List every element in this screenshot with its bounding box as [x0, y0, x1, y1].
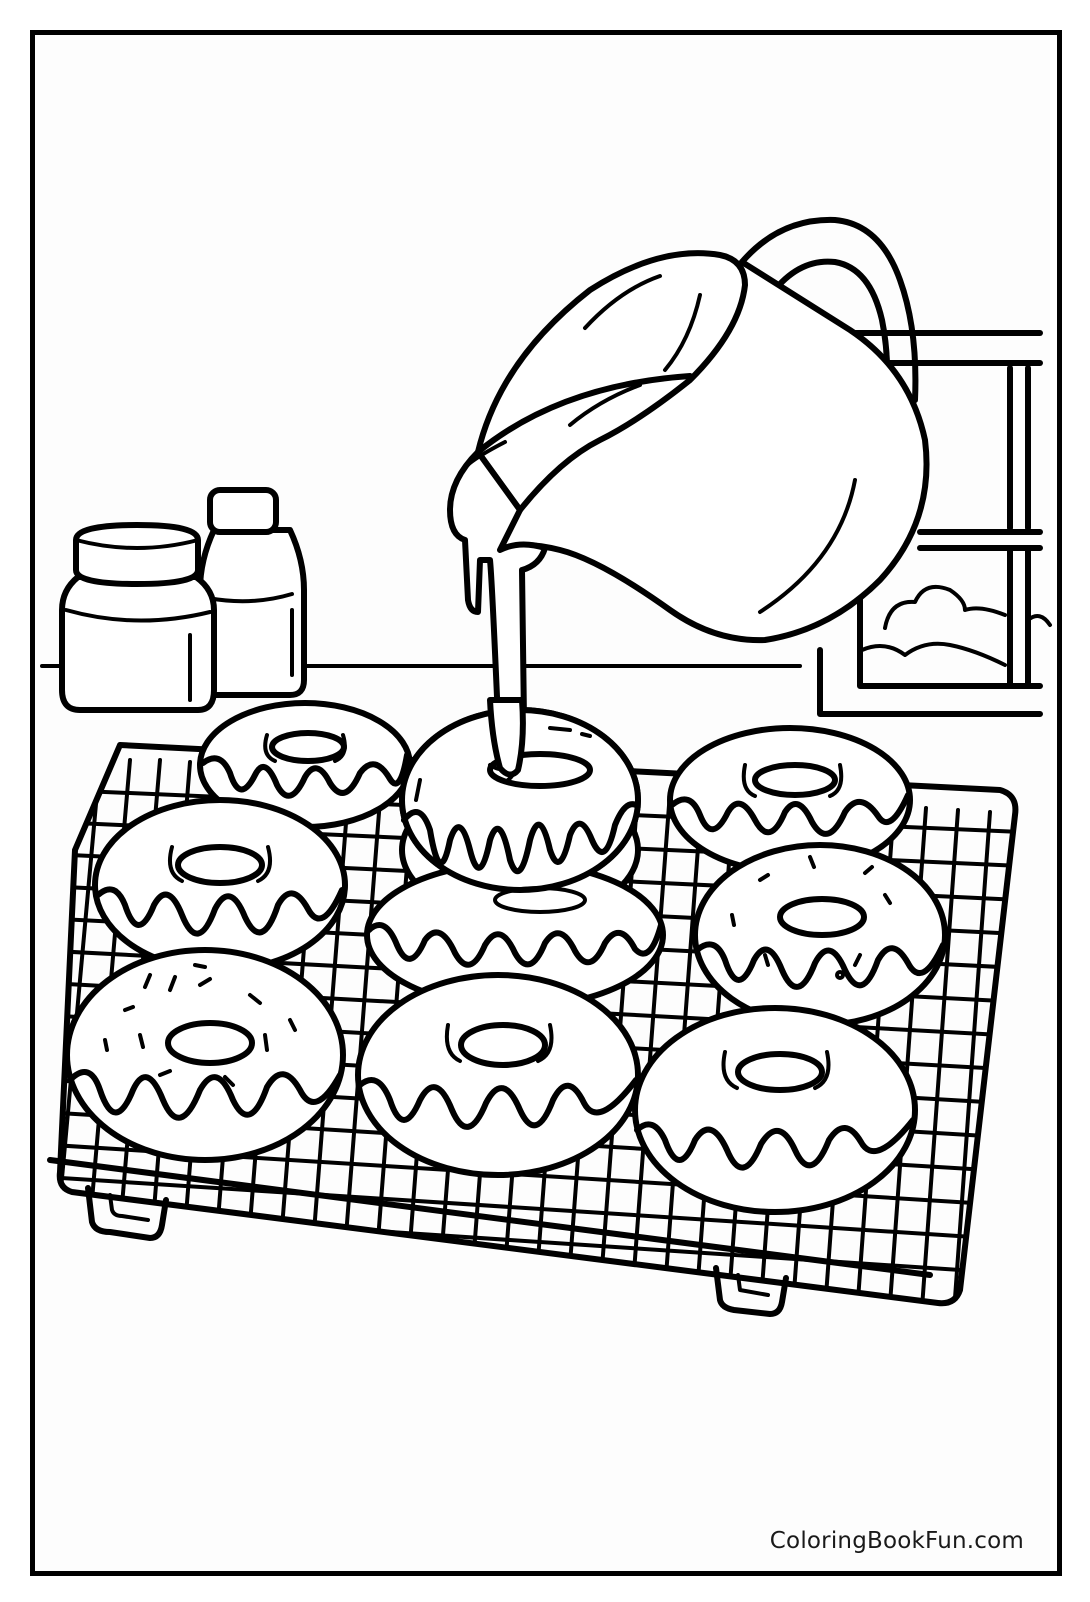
- pitcher: [467, 216, 930, 644]
- sprinkles: [103, 963, 297, 1087]
- glaze-stream: [447, 440, 548, 765]
- donut-top-center-overlay: [399, 707, 641, 914]
- donut-bottom-center: [355, 972, 641, 1178]
- donut-top-right: [667, 725, 913, 875]
- donut-bottom-left-sprinkles: [64, 947, 346, 1163]
- sprinkles: [730, 855, 892, 980]
- donut-middle-left: [92, 797, 348, 973]
- jar: [59, 522, 217, 713]
- glaze-stream-tip: [487, 697, 526, 778]
- donut-middle-right-sprinkles: [692, 842, 948, 1028]
- donut-bottom-right: [632, 1005, 918, 1215]
- site-watermark: ColoringBookFun.com: [769, 1528, 1024, 1554]
